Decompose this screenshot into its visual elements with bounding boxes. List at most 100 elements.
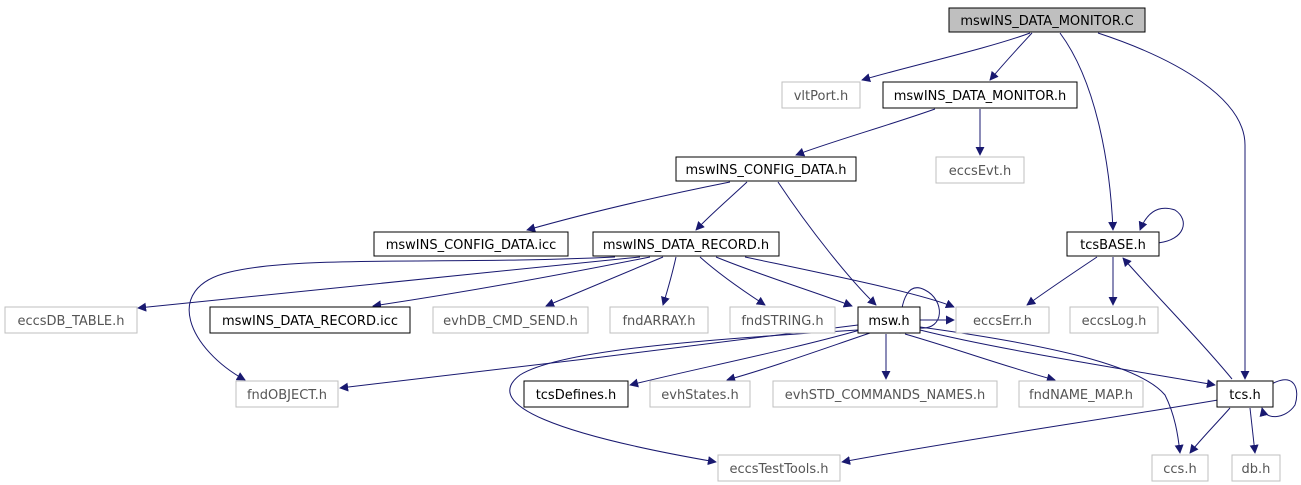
node-label: db.h <box>1242 462 1271 477</box>
node-label: evhSTD_COMMANDS_NAMES.h <box>785 388 985 403</box>
node-label: eccsDB_TABLE.h <box>17 314 124 329</box>
node-label: eccsErr.h <box>973 314 1032 329</box>
node-box <box>592 231 780 257</box>
node-box <box>935 156 1025 184</box>
node-label: mswINS_CONFIG_DATA.h <box>686 163 847 178</box>
node-label: fndOBJECT.h <box>247 388 327 403</box>
edge-mon_h-to-cfg_h <box>795 108 936 157</box>
node-db: db.h <box>1231 454 1281 482</box>
node-cfg_icc[interactable]: mswINS_CONFIG_DATA.icc <box>373 231 569 257</box>
node-box <box>857 306 921 334</box>
edge-msw-to-ccs <box>919 326 1184 454</box>
edge-root-to-vltPort <box>861 32 1031 83</box>
node-label: eccsLog.h <box>1082 314 1147 329</box>
edge-tcs-to-ccs <box>1189 407 1231 454</box>
node-fndarray: fndARRAY.h <box>609 306 709 334</box>
node-label: fndNAME_MAP.h <box>1029 388 1133 403</box>
node-box <box>1216 380 1274 408</box>
nodes-layer: mswINS_DATA_MONITOR.C vltPort.h mswINS_DAT… <box>4 7 1281 482</box>
node-mon_h[interactable]: mswINS_DATA_MONITOR.h <box>882 81 1078 109</box>
edge-tcsBASE-to-tcsBASE <box>1138 207 1184 244</box>
node-root: mswINS_DATA_MONITOR.C <box>948 7 1146 33</box>
node-box <box>609 306 709 334</box>
node-label: mswINS_CONFIG_DATA.icc <box>386 238 557 253</box>
edge-rec_h-to-rec_icc <box>372 256 651 310</box>
node-box <box>432 306 589 334</box>
node-box <box>235 380 339 408</box>
node-ccs: ccs.h <box>1151 454 1209 482</box>
edge-rec_h-to-evhdb <box>545 256 664 308</box>
edge-root-to-tcs <box>1097 32 1250 380</box>
node-evhdb: evhDB_CMD_SEND.h <box>432 306 589 334</box>
node-vltPort: vltPort.h <box>781 81 861 109</box>
node-box <box>209 306 411 334</box>
edge-root-to-tcsBASE <box>1059 32 1118 231</box>
node-box <box>675 156 857 182</box>
edge-rec_h-to-fndarray <box>661 256 677 306</box>
node-eccsLog: eccsLog.h <box>1069 306 1159 334</box>
edge-tcs-to-tcsBASE <box>1122 257 1233 380</box>
node-label: vltPort.h <box>794 89 849 104</box>
node-label: eccsTestTools.h <box>729 462 828 477</box>
node-box <box>1151 454 1209 482</box>
edge-tcs-to-testtools <box>841 399 1219 465</box>
edge-msw-to-tcs <box>919 329 1216 389</box>
node-label: mswINS_DATA_MONITOR.C <box>960 14 1133 29</box>
node-box <box>882 81 1078 109</box>
node-label: mswINS_DATA_RECORD.h <box>603 238 769 253</box>
node-fndstring: fndSTRING.h <box>729 306 836 334</box>
edge-msw-to-fndobj <box>339 324 859 392</box>
node-box <box>717 454 841 482</box>
node-box <box>649 380 751 408</box>
node-cfg_h[interactable]: mswINS_CONFIG_DATA.h <box>675 156 857 182</box>
edge-cfg_h-to-cfg_icc <box>526 181 731 233</box>
node-tcsBASE[interactable]: tcsBASE.h <box>1066 231 1160 257</box>
node-box <box>4 306 138 334</box>
node-rec_icc[interactable]: mswINS_DATA_RECORD.icc <box>209 306 411 334</box>
node-evhstates: evhStates.h <box>649 380 751 408</box>
node-rec_h[interactable]: mswINS_DATA_RECORD.h <box>592 231 780 257</box>
node-label: tcsDefines.h <box>536 388 617 403</box>
node-label: evhDB_CMD_SEND.h <box>443 314 578 329</box>
edge-rec_h-to-fndstring <box>699 256 766 306</box>
edge-cfg_h-to-msw <box>777 181 877 306</box>
node-box <box>955 306 1050 334</box>
edge-msw-to-msw <box>895 287 940 334</box>
node-label: eccsEvt.h <box>949 164 1011 179</box>
node-fndname: fndNAME_MAP.h <box>1018 380 1144 408</box>
node-label: tcsBASE.h <box>1080 238 1146 253</box>
edge-tcsBASE-to-eccsErr <box>1026 256 1098 306</box>
edge-rec_h-to-eccsErr <box>744 256 955 309</box>
node-box <box>373 231 569 257</box>
edge-tcs-to-tcs <box>1259 379 1298 418</box>
node-label: msw.h <box>868 314 909 329</box>
node-fndobj: fndOBJECT.h <box>235 380 339 408</box>
node-box <box>729 306 836 334</box>
node-tcsdef[interactable]: tcsDefines.h <box>523 380 629 408</box>
node-label: mswINS_DATA_RECORD.icc <box>222 314 398 329</box>
node-box <box>1231 454 1281 482</box>
node-testtools: eccsTestTools.h <box>717 454 841 482</box>
node-msw[interactable]: msw.h <box>857 306 921 334</box>
node-label: fndSTRING.h <box>741 314 823 329</box>
node-tcs[interactable]: tcs.h <box>1216 380 1274 408</box>
node-dbtable: eccsDB_TABLE.h <box>4 306 138 334</box>
node-label: mswINS_DATA_MONITOR.h <box>894 89 1067 104</box>
edge-msw-to-fndname <box>904 333 1056 383</box>
node-box <box>1066 231 1160 257</box>
node-label: tcs.h <box>1229 388 1260 403</box>
node-label: ccs.h <box>1163 462 1196 477</box>
edge-msw-to-evhstates <box>726 332 871 383</box>
node-eccsErr: eccsErr.h <box>955 306 1050 334</box>
node-label: fndARRAY.h <box>622 314 695 329</box>
edges-layer <box>137 32 1298 466</box>
edge-msw-to-tcsdef <box>629 329 861 388</box>
node-box <box>1069 306 1159 334</box>
node-eccsEvt: eccsEvt.h <box>935 156 1025 184</box>
node-box <box>948 7 1146 33</box>
edge-rec_h-to-dbtable <box>137 256 641 312</box>
node-evhstd: evhSTD_COMMANDS_NAMES.h <box>772 380 998 408</box>
node-label: evhStates.h <box>661 388 739 403</box>
node-box <box>523 380 629 408</box>
